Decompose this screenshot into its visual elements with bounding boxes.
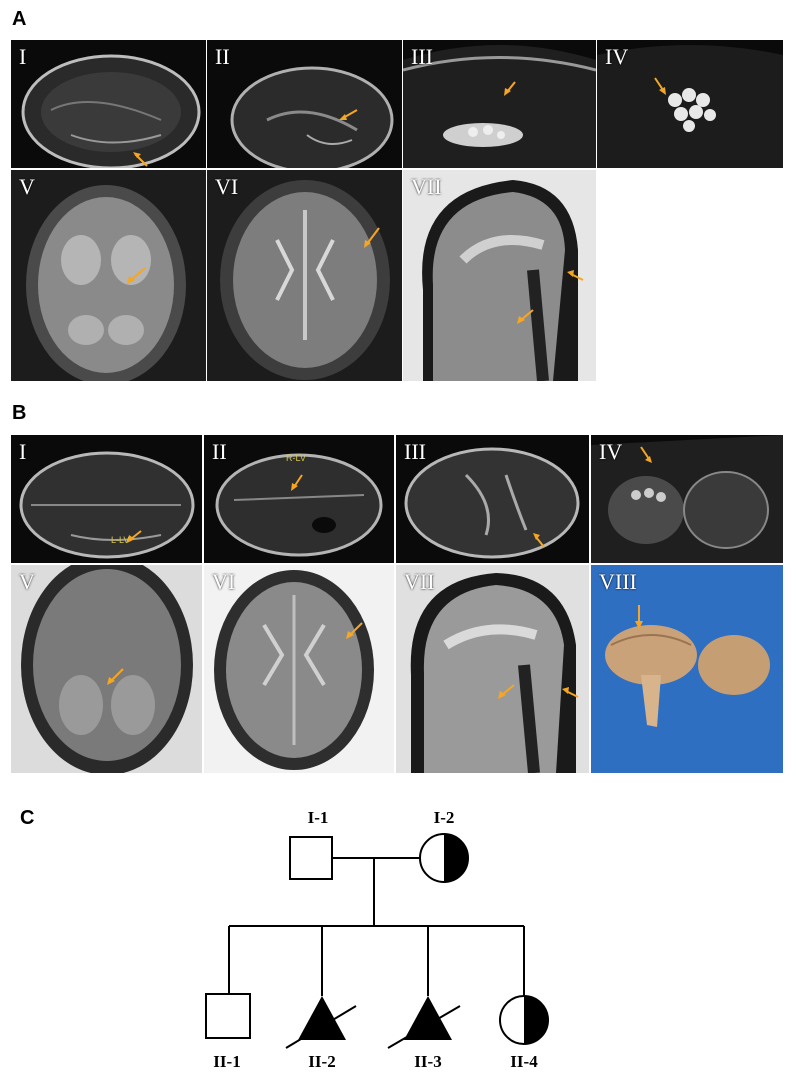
individual-ii1-symbol [205,993,251,1039]
mri-image [220,180,390,380]
mri-image [214,570,374,770]
panel-label: II [212,439,227,464]
panel-a-ii: II [207,40,402,168]
panel-a-v: V [11,170,206,381]
ultrasound-image [19,451,195,559]
ultrasound-image [591,435,783,563]
panel-a-iv: IV [597,40,783,168]
panel-b-viii: VIII [591,565,783,773]
individual-ii4-label: II-4 [510,1052,538,1071]
panel-label: I [19,44,27,69]
section-a-label: A [12,8,27,30]
panel-a-i: I [11,40,206,168]
ultrasound-image [404,447,580,559]
panel-label: V [19,569,35,594]
panel-label: VI [215,174,239,199]
panel-b-vi: VI [204,565,394,773]
panel-label: II [215,44,230,69]
individual-i1-label: I-1 [307,808,329,827]
individual-i2-symbol [419,833,469,883]
ultrasound-image [207,40,402,168]
individual-i1-symbol [289,836,333,880]
mri-image [422,180,584,381]
panel-label: III [404,439,426,464]
panel-a-vii: VII [403,170,596,381]
ultrasound-image [215,453,383,557]
pedigree-chart: I-1 I-2 II-1 II-2 II-3 II-4 [0,800,796,1079]
individual-ii4-symbol [499,995,549,1045]
individual-ii3-label: II-3 [414,1052,442,1071]
panel-label: VII [404,569,435,594]
ultrasound-image [597,45,783,168]
panel-label: VI [212,569,236,594]
panel-label: V [19,174,35,199]
panel-label: VII [411,174,442,199]
panel-b-i: I L-LV [11,435,202,563]
panel-b-iv: IV [591,435,783,563]
pedigree-lines [205,833,549,1049]
individual-ii2-symbol [285,996,357,1049]
panel-label: IV [605,44,629,69]
panel-label: IV [599,439,623,464]
panel-a-vi: VI [207,170,402,381]
individual-ii2-label: II-2 [308,1052,336,1071]
mri-image [26,185,186,381]
section-b-label: B [12,402,27,424]
panel-label: III [411,44,433,69]
panel-label: I [19,439,27,464]
mri-image [410,573,579,773]
lv-marker-label: L-LV [111,535,130,545]
individual-i2-label: I-2 [433,808,455,827]
specimen-photo [591,565,783,773]
ultrasound-image [21,54,201,168]
individual-ii1-label: II-1 [213,1052,241,1071]
ultrasound-image [403,45,596,168]
panel-b-v: V [11,565,202,773]
mri-image [21,565,193,773]
panel-a-iii: III [403,40,596,168]
section-c-label: C [20,807,35,829]
individual-ii3-symbol [387,996,461,1049]
panel-b-iii: III [396,435,589,563]
lv-marker-label: R-LV [286,453,306,463]
panel-b-ii: II R-LV [204,435,394,563]
panel-b-vii: VII [396,565,589,773]
panel-label: VIII [599,569,637,594]
